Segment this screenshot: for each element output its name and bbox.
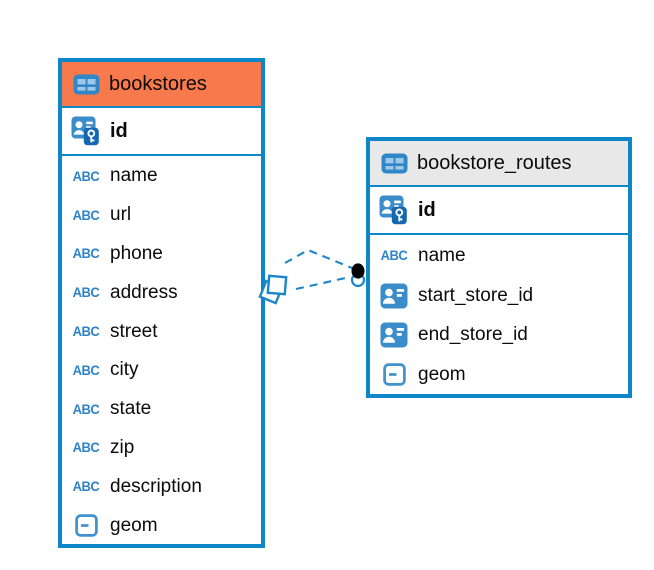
table-row[interactable]: ABC street <box>62 312 261 351</box>
table-row[interactable]: ABC name <box>370 236 628 276</box>
table-bookstore-routes-header[interactable]: bookstore_routes <box>370 141 628 187</box>
relationship-target-dot[interactable] <box>351 263 365 279</box>
text-type-icon: ABC <box>380 247 408 264</box>
table-row[interactable]: ABC name <box>62 157 261 196</box>
text-type-icon: ABC <box>72 323 100 340</box>
table-row[interactable]: geom <box>62 506 261 545</box>
primary-key-icon <box>378 195 410 226</box>
column-name: phone <box>110 242 163 264</box>
text-type-icon: ABC <box>72 362 100 379</box>
reference-type-icon <box>378 283 410 309</box>
primary-key-icon <box>70 116 102 147</box>
text-type-icon: ABC <box>72 440 100 456</box>
text-type-icon: ABC <box>72 207 100 224</box>
table-title: bookstores <box>109 72 207 95</box>
relationship-line-lower[interactable] <box>295 275 351 291</box>
table-row[interactable]: id <box>370 187 628 235</box>
reference-type-icon <box>378 322 410 348</box>
table-icon <box>380 153 408 174</box>
table-row[interactable]: ABC url <box>62 196 261 235</box>
column-name: name <box>418 244 466 266</box>
table-bookstores-header[interactable]: bookstores <box>62 62 261 108</box>
table-row[interactable]: start_store_id <box>370 276 628 316</box>
column-name: geom <box>418 363 466 385</box>
relationship-source-diamond[interactable] <box>266 274 288 296</box>
table-row[interactable]: id <box>62 108 261 156</box>
table-bookstore-routes[interactable]: bookstore_routes id ABC name <box>366 137 632 398</box>
table-row[interactable]: ABC description <box>62 467 261 506</box>
text-type-icon: ABC <box>72 246 100 262</box>
column-name: description <box>110 475 202 497</box>
column-name: id <box>418 198 436 221</box>
table-row[interactable]: ABC city <box>62 351 261 390</box>
column-name: street <box>110 320 158 342</box>
column-name: city <box>110 359 139 381</box>
table-row[interactable]: geom <box>370 355 628 395</box>
table-row[interactable]: ABC address <box>62 273 261 312</box>
table-row[interactable]: ABC zip <box>62 429 261 468</box>
column-name: url <box>110 204 132 226</box>
column-name: zip <box>110 436 135 458</box>
table-bookstores[interactable]: bookstores id ABC name ABC url <box>58 58 265 548</box>
relationship-line-upper[interactable] <box>284 248 353 269</box>
table-title: bookstore_routes <box>417 151 572 174</box>
column-name: start_store_id <box>418 284 534 306</box>
table-row[interactable]: ABC phone <box>62 235 261 274</box>
column-name: state <box>110 398 152 420</box>
column-name: geom <box>110 514 158 536</box>
column-name: end_store_id <box>418 324 528 346</box>
column-name: id <box>110 119 128 142</box>
geometry-type-icon <box>70 514 102 537</box>
text-type-icon: ABC <box>72 284 100 301</box>
table-row[interactable]: ABC state <box>62 390 261 429</box>
text-type-icon: ABC <box>72 168 100 185</box>
geometry-type-icon <box>378 363 410 387</box>
table-icon <box>72 74 100 95</box>
column-name: name <box>110 165 158 187</box>
column-name: address <box>110 281 178 303</box>
text-type-icon: ABC <box>72 478 100 495</box>
text-type-icon: ABC <box>72 401 100 418</box>
table-row[interactable]: end_store_id <box>370 315 628 355</box>
